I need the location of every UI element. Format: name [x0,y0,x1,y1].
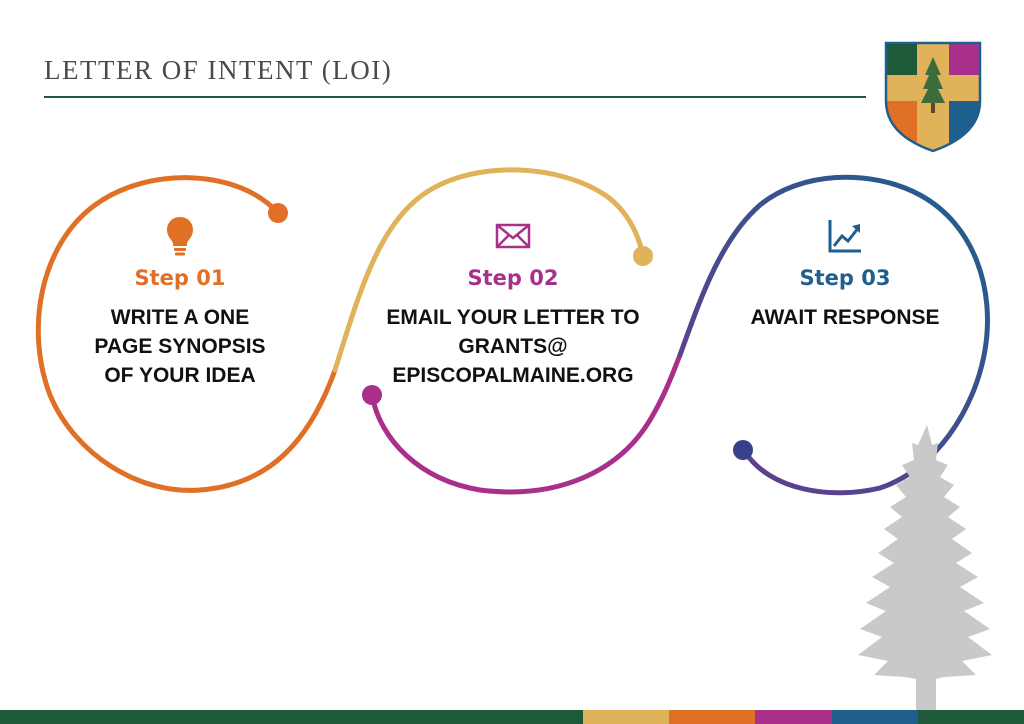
step-3: Step 03 AWAIT RESPONSE [700,214,990,332]
pine-tree-silhouette [858,425,992,715]
flow-arc-step-2-to-3 [677,174,990,496]
bar-segment-blue [832,710,918,724]
step-1-line-1: WRITE A ONE [110,306,250,329]
bar-segment-orange [669,710,755,724]
flow-dot-step-2 [633,246,653,266]
lightbulb-icon [35,214,325,258]
bottom-color-bar [0,710,1024,724]
page-title: LETTER OF INTENT (LOI) [44,55,393,85]
step-2-line-3: EPISCOPALMAINE.ORG [392,364,634,387]
bar-segment-green [0,710,583,724]
bar-segment-green-end [918,710,1024,724]
flow-dot-step-2-lower [362,385,382,405]
trending-chart-icon [700,214,990,258]
step-2: Step 02 EMAIL YOUR LETTER TO GRANTS@ EPI… [368,214,658,390]
step-2-line-1: EMAIL YOUR LETTER TO [386,306,640,329]
step-1-label: Step 01 [134,266,226,290]
flow-arc-step-1 [35,175,338,493]
flow-arc-step-2 [369,352,683,495]
step-2-description: EMAIL YOUR LETTER TO GRANTS@ EPISCOPALMA… [368,303,658,390]
flow-dot-start [268,203,288,223]
crest-logo [884,41,982,153]
flow-dot-end [733,440,753,460]
step-3-line-1: AWAIT RESPONSE [750,306,940,329]
bar-segment-magenta [755,710,832,724]
step-1-line-3: OF YOUR IDEA [104,364,256,387]
bar-segment-gold [583,710,669,724]
flow-arc-step-1-to-2 [332,167,646,373]
step-3-label: Step 03 [799,266,891,290]
step-2-line-2: GRANTS@ [458,335,568,358]
envelope-icon [368,214,658,258]
step-1: Step 01 WRITE A ONE PAGE SYNOPSIS OF YOU… [35,214,325,390]
step-1-line-2: PAGE SYNOPSIS [94,335,266,358]
step-1-description: WRITE A ONE PAGE SYNOPSIS OF YOUR IDEA [35,303,325,390]
step-2-label: Step 02 [467,266,559,290]
title-underline [44,96,866,98]
step-3-description: AWAIT RESPONSE [700,303,990,332]
